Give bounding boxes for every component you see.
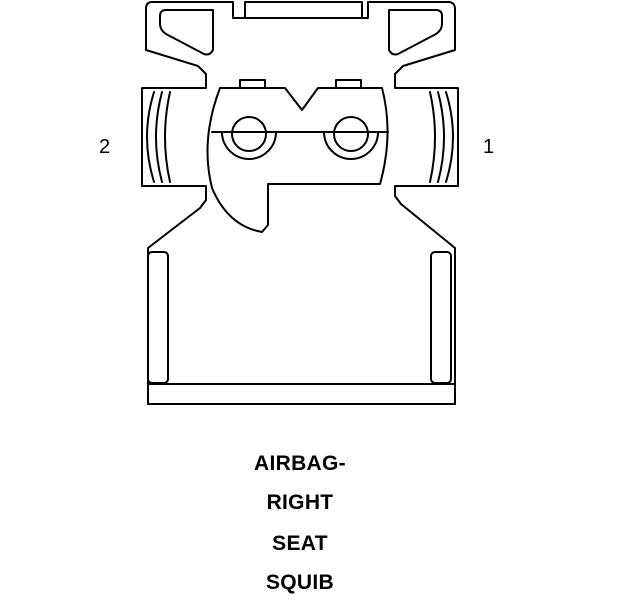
caption-line-3: SEAT [272,532,328,555]
caption-line-4: SQUIB [265,571,334,594]
upper-left-cutout [159,9,214,56]
guide-slot-left [147,251,169,384]
side-rib-left-2 [155,91,163,183]
side-rib-left-1 [146,91,155,183]
upper-right-cutout [388,9,443,56]
terminal-socket-left [231,116,267,152]
pin-label-2: 2 [99,136,111,158]
guide-slot-right [430,251,452,384]
terminal-tab-right [335,79,362,89]
latch-window [244,1,363,19]
terminal-tab-left [239,79,266,89]
caption-line-2: RIGHT [266,491,334,514]
pin-label-1: 1 [483,136,495,158]
side-rib-right-3 [429,91,436,183]
side-rib-right-2 [437,91,445,183]
terminal-socket-right-hood [323,131,379,160]
side-rib-left-3 [164,91,171,183]
side-rib-right-1 [445,91,454,183]
terminal-socket-right [333,116,369,152]
terminal-cavity [206,87,389,233]
terminal-socket-left-hood [221,131,277,160]
caption-line-1: AIRBAG- [254,452,346,475]
connector-outline [141,1,459,405]
